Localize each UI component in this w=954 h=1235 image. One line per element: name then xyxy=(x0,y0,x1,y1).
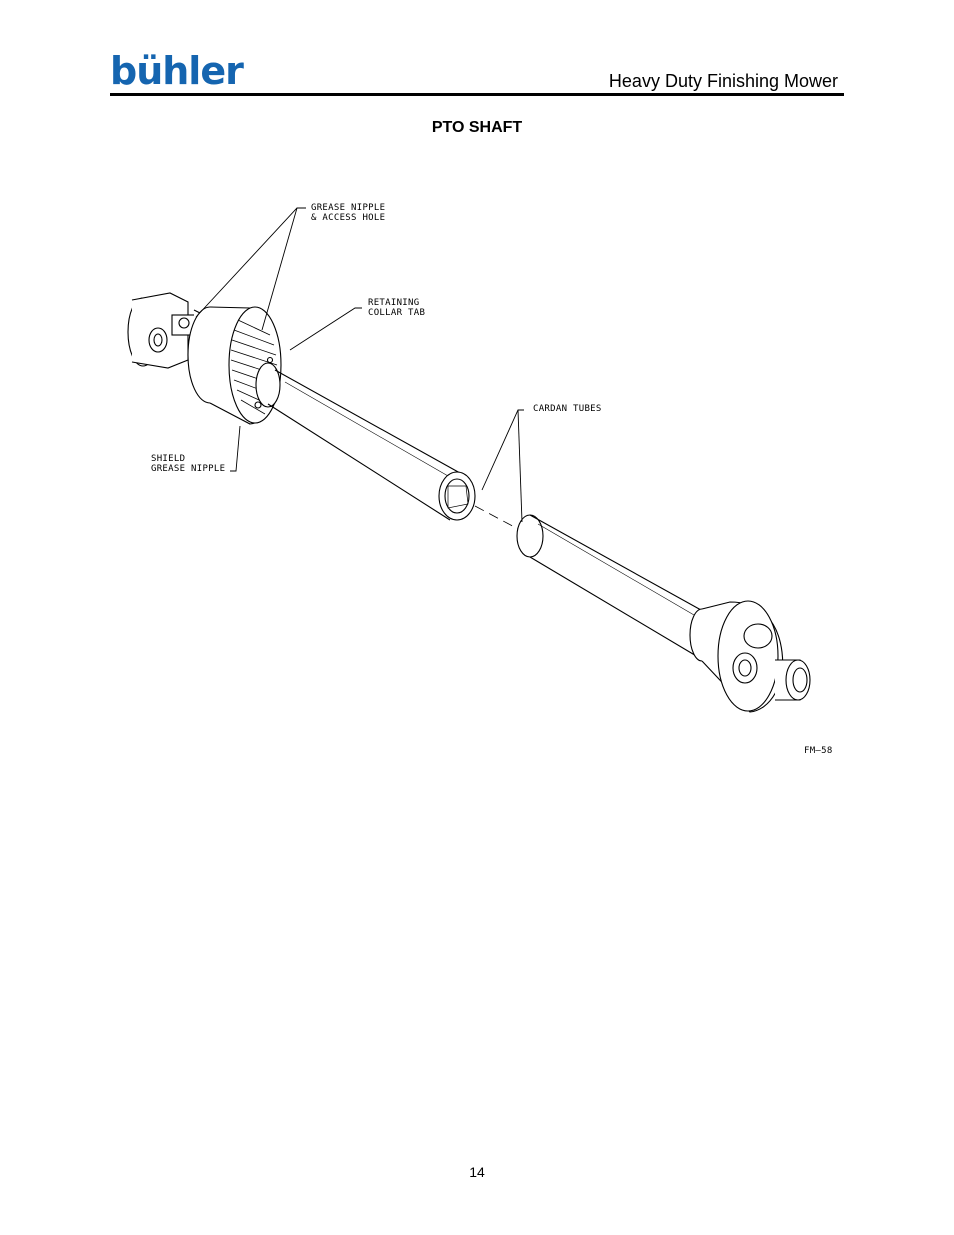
inner-tube xyxy=(516,514,711,658)
outer-tube xyxy=(267,369,476,521)
callout-grease-nipple: GREASE NIPPLE& ACCESS HOLE xyxy=(311,203,385,223)
callout-grease-nipple-line2: & ACCESS HOLE xyxy=(311,213,386,223)
right-yoke xyxy=(689,600,811,713)
callout-shield-line1: SHIELD xyxy=(151,454,186,464)
center-line xyxy=(474,505,521,531)
header-rule xyxy=(110,93,844,96)
buhler-logo: bühler xyxy=(110,49,244,93)
page-number: 14 xyxy=(469,1164,485,1180)
section-title: PTO SHAFT xyxy=(431,119,523,136)
callout-retaining-line1: RETAINING xyxy=(368,298,420,308)
document-title: Heavy Duty Finishing Mower xyxy=(608,71,838,91)
callout-grease-nipple-line1: GREASE NIPPLE xyxy=(311,203,386,213)
figure-id: FM–58 xyxy=(804,746,833,756)
leader-lines xyxy=(195,207,524,523)
callout-retaining-line2: COLLAR TAB xyxy=(368,308,426,318)
pto-shaft-drawing xyxy=(127,207,811,713)
left-shield xyxy=(187,306,282,425)
callout-shield-line2: GREASE NIPPLE xyxy=(151,464,226,474)
callout-cardan-tubes: CARDAN TUBES xyxy=(533,404,602,414)
